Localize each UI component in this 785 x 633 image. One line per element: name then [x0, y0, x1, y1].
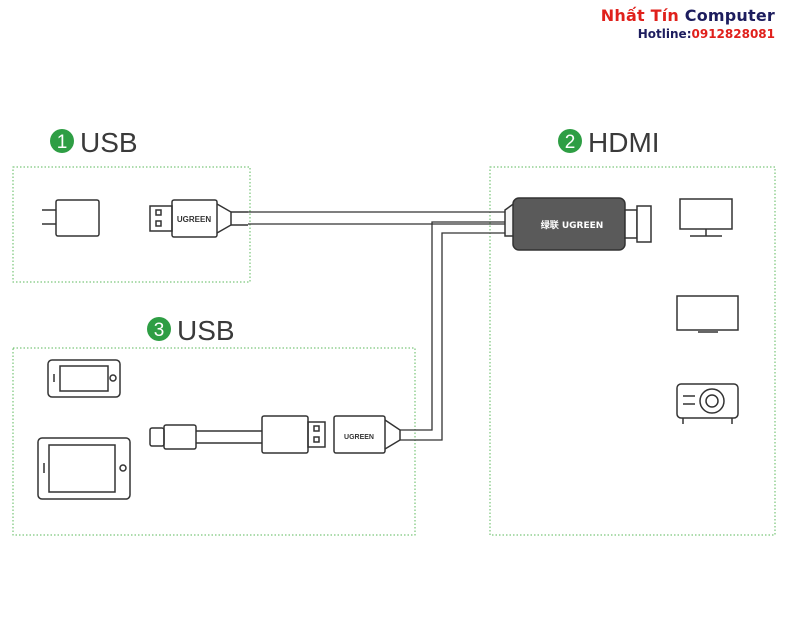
section-box-2 — [489, 166, 776, 536]
tablet-icon — [37, 437, 131, 500]
hdmi-plug — [504, 197, 652, 251]
usb-plug-data — [261, 415, 326, 454]
monitor-icon — [679, 198, 733, 237]
lightning-adapter — [333, 415, 401, 454]
lightning-plug — [149, 424, 262, 450]
section-label-3: USB — [177, 315, 235, 346]
section-badge-1 — [50, 129, 74, 153]
usb-plug-power — [149, 199, 248, 238]
projector-icon — [676, 383, 739, 424]
power-adapter-icon — [42, 199, 100, 237]
section-header-2: 2 HDMI — [558, 127, 660, 158]
section-number-2: 2 — [565, 132, 576, 153]
cables — [248, 211, 505, 441]
hdmi-plug-label: 绿联 UGREEN — [541, 219, 604, 231]
section-badge-3 — [147, 317, 171, 341]
section-label-1: USB — [80, 127, 138, 158]
section-box-3 — [12, 347, 416, 536]
hotline-label: Hotline: — [637, 27, 692, 41]
brand-logo: Nhất Tín Computer Hotline:0912828081 — [601, 6, 775, 41]
lightning-cable — [400, 221, 505, 441]
brand-name-part1: Nhất Tín — [600, 6, 679, 25]
brand-name-part2: Computer — [684, 6, 775, 25]
section-header-3: 3 USB — [147, 315, 235, 346]
section-label-2: HDMI — [588, 127, 660, 158]
brand-name: Nhất Tín Computer — [601, 6, 775, 25]
hotline-number: 0912828081 — [691, 27, 776, 41]
section-number-3: 3 — [154, 320, 165, 341]
usb-power-cable — [248, 211, 505, 225]
section-header-1: 1 USB — [50, 127, 138, 158]
hotline: Hotline:0912828081 — [601, 27, 775, 41]
section-number-1: 1 — [57, 132, 68, 153]
tv-icon — [676, 295, 739, 333]
usb-plug-label: UGREEN — [177, 215, 211, 224]
lightning-plug-label: UGREEN — [344, 434, 374, 441]
section-badge-2 — [558, 129, 582, 153]
phone-icon — [47, 359, 121, 398]
